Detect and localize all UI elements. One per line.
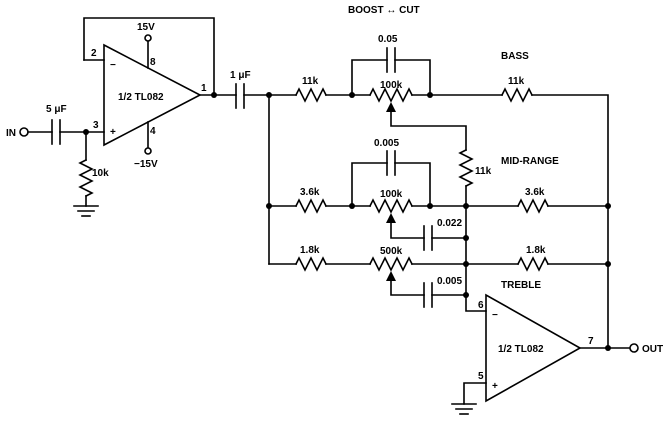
ground-icon (73, 205, 99, 217)
opamp-1-pin-out: 1 (201, 83, 207, 94)
mid-potentiometer: 100k (368, 189, 414, 214)
bass-potentiometer: 100k (368, 80, 414, 103)
treble-potentiometer-label: 500k (380, 246, 403, 257)
input-capacitor: 5 μF (46, 104, 67, 145)
boost-cut-label: BOOST ↔ CUT (348, 5, 420, 16)
bass-left-resistor: 11k (294, 76, 328, 103)
treble-potentiometer: 500k (368, 246, 414, 272)
ground-icon (451, 403, 477, 415)
mid-right-resistor: 3.6k (516, 187, 550, 214)
junction-dot (427, 203, 433, 209)
treble-left-resistor: 1.8k (294, 245, 328, 272)
bass-wiper-resistor: 11k (458, 148, 492, 188)
opamp-1-pin-vpos: 8 (150, 57, 156, 68)
treble-capacitor-label: 0.005 (437, 276, 462, 287)
bass-left-resistor-label: 11k (302, 76, 319, 87)
bass-label: BASS (501, 51, 529, 62)
input-terminal: IN (6, 127, 29, 139)
opamp-2-pin-inv: 6 (478, 300, 484, 311)
mid-left-resistor-label: 3.6k (300, 187, 320, 198)
mid-right-resistor-label: 3.6k (525, 187, 545, 198)
mid-potentiometer-label: 100k (380, 189, 403, 200)
junction-dot (211, 92, 217, 98)
bass-potentiometer-label: 100k (380, 80, 403, 91)
treble-wiper-arrow (386, 271, 396, 281)
treble-right-resistor: 1.8k (516, 245, 550, 272)
opamp-2-pin-out: 7 (588, 336, 594, 347)
junction-dot (427, 92, 433, 98)
opamp-1-pin-inv: 2 (91, 48, 97, 59)
input-resistor: 10k (78, 158, 109, 198)
mid-top-capacitor-label: 0.005 (374, 138, 399, 149)
treble-capacitor: 0.005 (423, 276, 462, 308)
junction-dot (463, 235, 469, 241)
bass-capacitor-label: 0.05 (378, 34, 398, 45)
opamp-2-inv-sign: − (492, 310, 498, 321)
bass-wiper-resistor-label: 11k (475, 166, 492, 177)
mid-left-resistor: 3.6k (294, 187, 328, 214)
vneg-terminal (144, 147, 152, 155)
input-label: IN (6, 128, 16, 139)
mid-top-capacitor: 0.005 (374, 138, 399, 176)
mid-range-label: MID-RANGE (501, 156, 559, 167)
coupling-capacitor-label: 1 μF (230, 70, 251, 81)
treble-right-resistor-label: 1.8k (526, 245, 546, 256)
mid-wiper-arrow (386, 213, 396, 223)
opamp-1-pin-vneg: 4 (150, 126, 156, 137)
treble-left-resistor-label: 1.8k (300, 245, 320, 256)
mid-low-capacitor-label: 0.022 (437, 218, 462, 229)
coupling-capacitor: 1 μF (230, 70, 251, 109)
input-resistor-label: 10k (92, 168, 109, 179)
opamp-2-name: 1/2 TL082 (498, 344, 544, 355)
bass-capacitor: 0.05 (378, 34, 398, 73)
opamp-1-inv-sign: − (110, 60, 116, 71)
opamp-2-noninv-sign: + (492, 381, 498, 392)
opamp-1-pin-noninv: 3 (93, 120, 99, 131)
bass-wiper-arrow (386, 102, 396, 112)
opamp-1-noninv-sign: + (110, 127, 116, 138)
vpos-terminal (144, 34, 152, 42)
junction-dot (463, 292, 469, 298)
output-label: OUT (642, 344, 663, 355)
mid-low-capacitor: 0.022 (423, 218, 462, 251)
opamp-2: 1/2 TL082 − + (485, 293, 582, 403)
output-terminal: OUT (629, 343, 663, 355)
opamp-2-pin-noninv: 5 (478, 371, 484, 382)
bass-right-resistor-label: 11k (508, 76, 525, 87)
opamp-1-vneg: −15V (134, 159, 158, 170)
opamp-1: 1/2 TL082 − + (103, 43, 202, 147)
bass-right-resistor: 11k (500, 76, 534, 103)
input-capacitor-label: 5 μF (46, 104, 67, 115)
treble-label: TREBLE (501, 280, 541, 291)
opamp-1-name: 1/2 TL082 (118, 92, 164, 103)
opamp-1-vpos: 15V (137, 22, 155, 33)
